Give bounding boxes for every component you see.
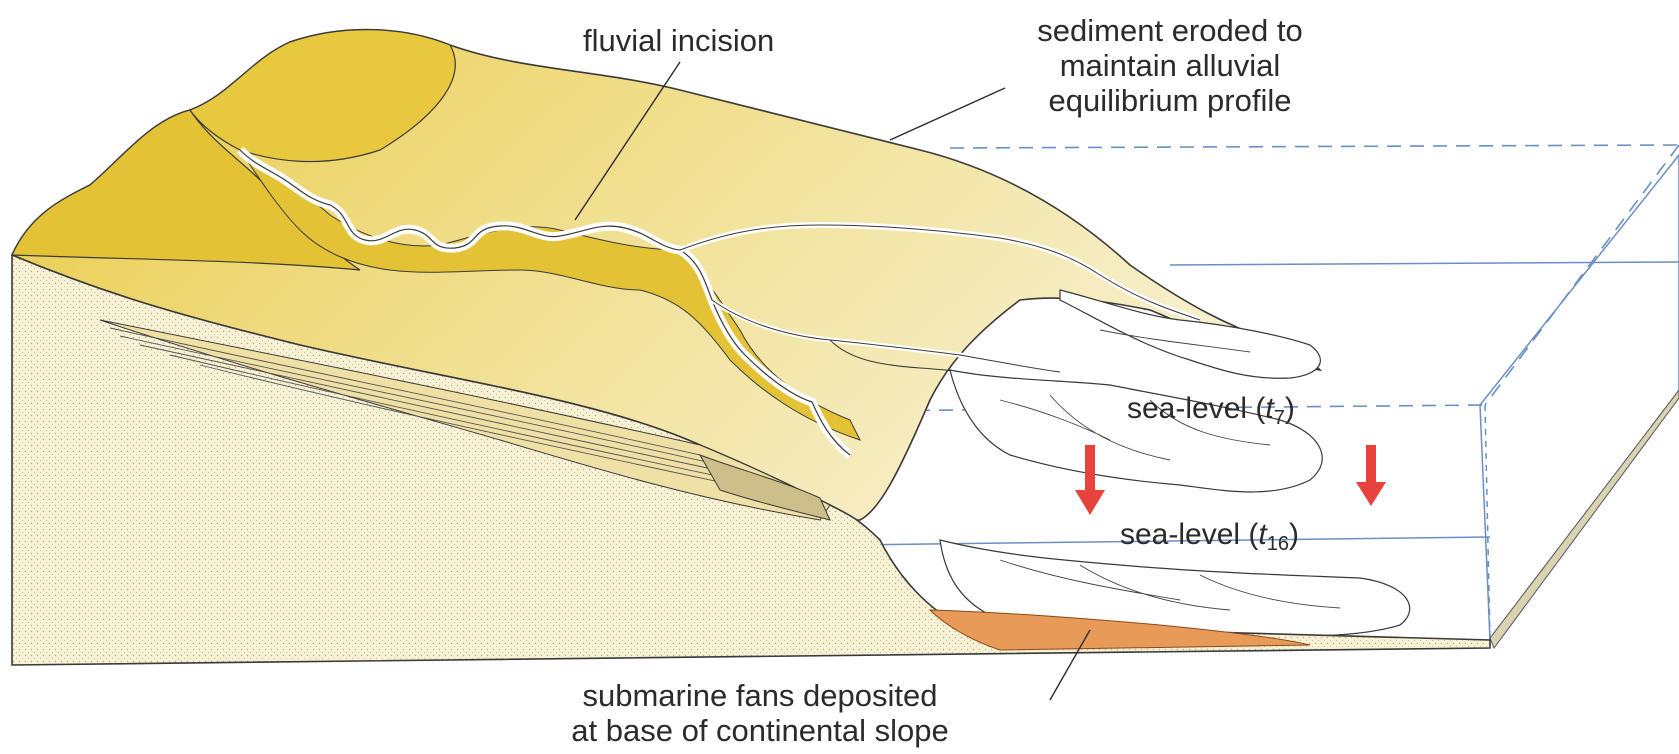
label-sediment-eroded: sediment eroded to maintain alluvial equ… [990,13,1350,118]
sea-level-t16-prefix: sea-level ( [1120,518,1258,551]
label-submarine-fans: submarine fans deposited at base of cont… [520,678,1000,748]
sea-level-t7-prefix: sea-level ( [1127,392,1265,425]
sea-level-t7-var: t [1265,392,1273,425]
label-sediment-eroded-line1: sediment eroded to [990,13,1350,48]
sea-level-t16-suffix: ) [1289,518,1299,551]
label-sea-level-t16: sea-level (t16) [1120,518,1299,561]
label-submarine-fans-line2: at base of continental slope [520,713,1000,748]
red-arrow-right-icon [1356,445,1386,506]
label-sediment-eroded-line2: maintain alluvial [990,48,1350,83]
sea-level-t7-suffix: ) [1285,392,1295,425]
sea-level-t16-sub: 16 [1267,533,1289,555]
water-top-dashed-back [950,145,1679,148]
leader-sediment-eroded [890,88,1005,140]
sea-level-t16-var: t [1258,518,1266,551]
sea-level-t7-sub: 7 [1274,407,1285,429]
label-sea-level-t7: sea-level (t7) [1127,392,1295,435]
delta-lobes [940,290,1410,636]
water-box-right-face [1480,155,1679,640]
label-sediment-eroded-line3: equilibrium profile [990,83,1350,118]
label-submarine-fans-line1: submarine fans deposited [520,678,1000,713]
label-fluvial-incision: fluvial incision [583,23,774,58]
